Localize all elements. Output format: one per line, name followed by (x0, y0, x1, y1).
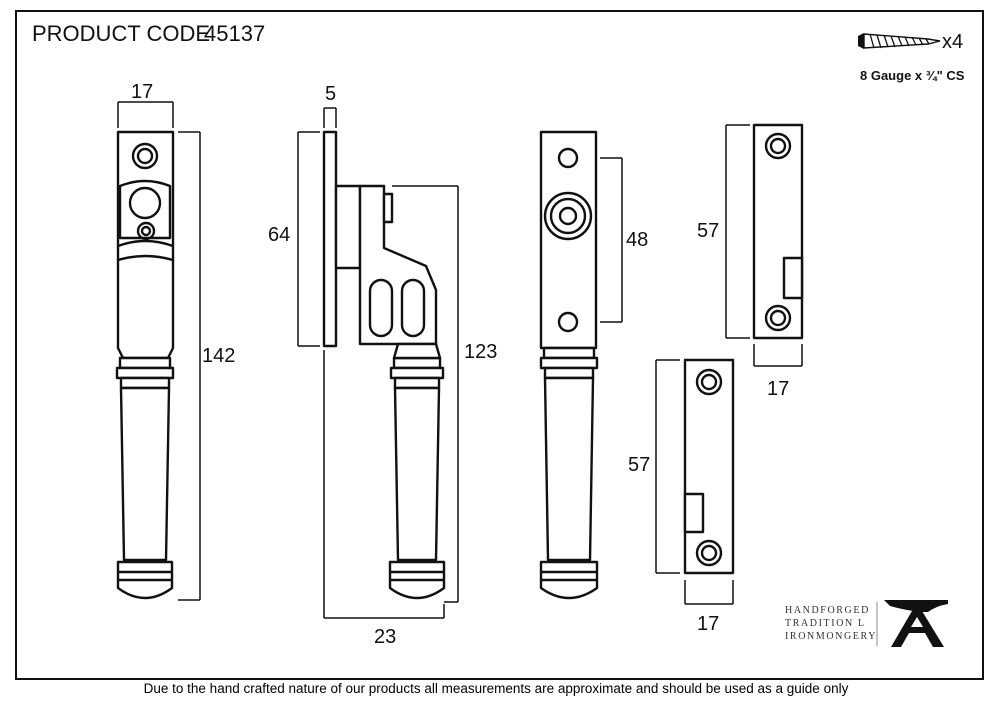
back-plate-height-label: 48 (626, 229, 648, 251)
brand-block: HANDFORGED TRADITION L IRONMONGERY (785, 600, 948, 647)
keep-upper-height-label: 57 (697, 220, 719, 242)
keep-upper-view: 57 17 (697, 123, 804, 400)
side-handle-view: 5 64 123 23 (268, 83, 497, 648)
front-height-label: 142 (202, 345, 235, 367)
keep-lower-view: 57 17 (628, 358, 735, 635)
footer-disclaimer: Due to the hand crafted nature of our pr… (144, 681, 849, 696)
screw-icon (858, 33, 941, 49)
front-handle-view: 17 142 (115, 81, 235, 601)
side-thickness-label: 5 (325, 83, 336, 105)
side-plate-height-label: 64 (268, 224, 290, 246)
brand-line-1: HANDFORGED (785, 605, 870, 616)
side-handle-height-label: 123 (464, 341, 497, 363)
keep-lower-width-label: 17 (697, 613, 719, 635)
brand-line-2: TRADITION L (785, 618, 866, 629)
keep-upper-width-label: 17 (767, 378, 789, 400)
back-handle-view: 48 (539, 130, 648, 600)
product-code-label: PRODUCT CODE (32, 21, 210, 46)
drawing-frame (15, 10, 984, 680)
keep-lower-height-label: 57 (628, 454, 650, 476)
brand-line-3: IRONMONGERY (785, 631, 877, 642)
anvil-icon (884, 600, 948, 647)
screw-spec: 8 Gauge x ¾" CS (860, 68, 965, 83)
front-width-label: 17 (131, 81, 153, 103)
product-code-value: 45137 (204, 21, 265, 46)
side-projection-label: 23 (374, 626, 396, 648)
screw-quantity: x4 (942, 31, 963, 53)
